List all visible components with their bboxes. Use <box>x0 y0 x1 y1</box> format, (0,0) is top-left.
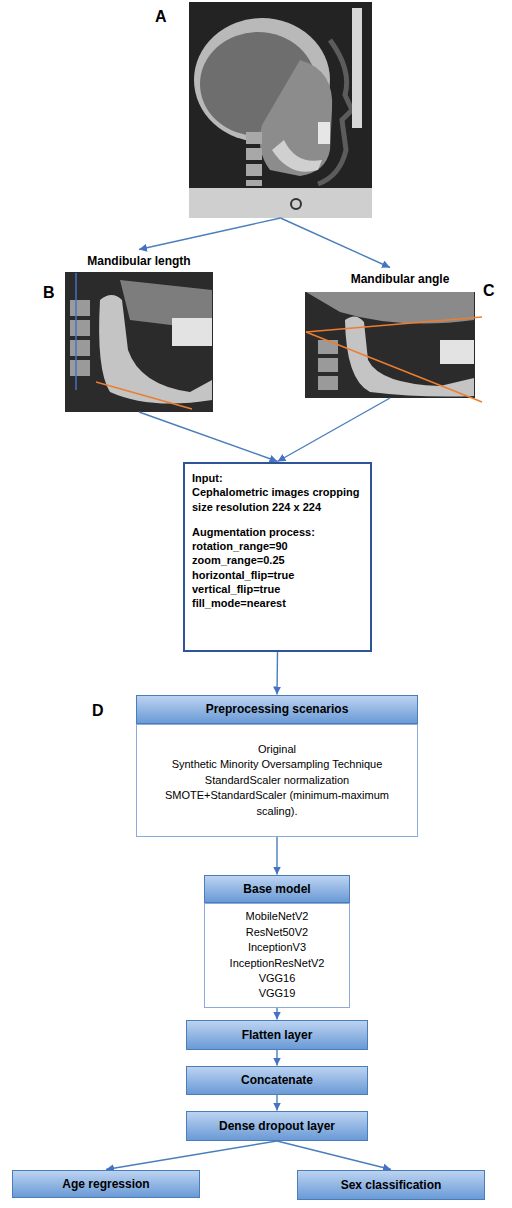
vertebra <box>246 132 262 144</box>
face-bones <box>260 60 332 176</box>
text-wrap: Base model <box>211 882 343 896</box>
radiograph-panel: A <box>189 2 372 218</box>
box-text: VGG19 <box>211 986 343 1001</box>
section-header: Base model <box>204 875 350 903</box>
teeth <box>172 318 212 346</box>
box-text: Flatten layer <box>193 1028 361 1042</box>
measure-line <box>75 273 77 390</box>
flow-arrow <box>276 1008 277 1020</box>
text-wrap: Dense dropout layer <box>193 1119 361 1133</box>
teeth <box>440 340 474 364</box>
box-text: Base model <box>211 882 343 896</box>
flow-arrow <box>276 1050 277 1066</box>
teeth <box>318 122 330 144</box>
box-text: Concatenate <box>193 1073 361 1087</box>
text-wrap: Preprocessing scenarios <box>143 702 411 716</box>
flow-arrow <box>276 1095 277 1111</box>
skull-base <box>306 292 474 324</box>
marker-ring <box>291 199 301 209</box>
text-wrap: OriginalSynthetic Minority Oversampling … <box>143 742 411 819</box>
vertebra <box>70 360 90 376</box>
connector-group <box>106 218 391 1170</box>
section-header: Preprocessing scenarios <box>136 695 418 724</box>
vertebra <box>318 358 338 372</box>
box-text: Dense dropout layer <box>193 1119 361 1133</box>
layer-box: Flatten layer <box>186 1020 368 1050</box>
panel-letter: D <box>92 702 104 720</box>
list-box: OriginalSynthetic Minority Oversampling … <box>136 724 418 837</box>
output-box: Sex classification <box>297 1170 485 1200</box>
flow-arrow <box>276 837 277 875</box>
layer-box: Concatenate <box>186 1066 368 1095</box>
flow-arrow <box>278 398 391 462</box>
text-wrap: Age regression <box>19 1177 193 1191</box>
soft-tissue <box>318 40 352 184</box>
crop-panel: Mandibular angleC <box>305 268 475 398</box>
input-box: Input:Cephalometric images cropping size… <box>183 462 372 652</box>
mandible <box>345 316 474 396</box>
box-text: Cephalometric images cropping size resol… <box>192 485 363 514</box>
box-heading: Augmentation process: <box>192 525 363 539</box>
vertebra <box>246 148 262 160</box>
ruler <box>352 8 362 128</box>
box-text: Age regression <box>19 1177 193 1191</box>
panel-title: Mandibular angle <box>315 272 485 286</box>
box-text: StandardScaler normalization <box>143 773 411 788</box>
text-wrap: Input:Cephalometric images cropping size… <box>192 471 363 611</box>
box-text: SMOTE+StandardScaler (minimum-maximum sc… <box>143 788 411 819</box>
mandible <box>272 140 322 172</box>
box-text: VGG16 <box>211 971 343 986</box>
vertebra <box>70 340 90 356</box>
text-wrap: Flatten layer <box>193 1028 361 1042</box>
flow-arrow <box>139 412 278 462</box>
box-text: rotation_range=90 zoom_range=0.25 horizo… <box>192 539 363 610</box>
measure-line <box>306 317 482 332</box>
measure-line <box>306 332 482 402</box>
layer-box: Dense dropout layer <box>186 1111 368 1141</box>
vertebra <box>246 180 262 186</box>
panel-letter: C <box>483 282 501 300</box>
panel-letter: A <box>155 8 179 26</box>
vertebra <box>318 376 338 390</box>
box-text: Sex classification <box>304 1178 478 1192</box>
flow-arrow <box>281 218 391 268</box>
box-text: InceptionResNetV2 <box>211 956 343 971</box>
box-text: Synthetic Minority Oversampling Techniqu… <box>143 757 411 772</box>
cassette-edge <box>189 188 372 218</box>
panel-letter: B <box>43 284 61 302</box>
flow-arrow <box>139 218 281 250</box>
box-heading: Input: <box>192 471 363 485</box>
vertebra <box>246 164 262 176</box>
panel-title: Mandibular length <box>45 254 233 268</box>
box-text: ResNet50V2 <box>211 925 343 940</box>
box-text: InceptionV3 <box>211 940 343 955</box>
flow-arrow <box>277 1141 391 1170</box>
box-text: Original <box>143 742 411 757</box>
xray-ground <box>65 272 213 412</box>
box-text: Preprocessing scenarios <box>143 702 411 716</box>
flow-arrow <box>276 652 278 695</box>
box-text: MobileNetV2 <box>211 909 343 924</box>
flow-arrow <box>106 1141 277 1170</box>
vertebra <box>70 320 90 336</box>
list-box: MobileNetV2ResNet50V2InceptionV3Inceptio… <box>204 903 350 1008</box>
vertebra <box>70 300 90 316</box>
xray-ground <box>189 2 372 218</box>
crop-panel: BMandibular length <box>65 250 213 412</box>
xray-ground <box>305 292 475 398</box>
text-wrap: Concatenate <box>193 1073 361 1087</box>
text-wrap: Sex classification <box>304 1178 478 1192</box>
vertebra <box>318 340 338 354</box>
measure-line <box>96 382 192 409</box>
output-box: Age regression <box>12 1170 200 1198</box>
text-wrap: MobileNetV2ResNet50V2InceptionV3Inceptio… <box>211 909 343 1001</box>
